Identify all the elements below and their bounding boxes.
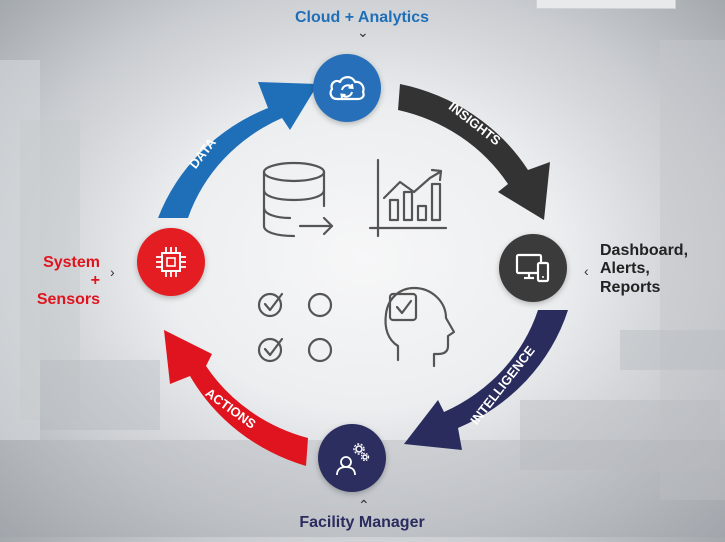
chevron-up-icon: ⌃	[358, 497, 370, 513]
insights-arrow	[398, 84, 550, 220]
label-system-line1: System	[43, 254, 100, 271]
chevron-right-icon: ›	[110, 264, 115, 280]
actions-arrow	[164, 330, 308, 466]
data-arrow	[158, 82, 318, 218]
node-system-sensors	[137, 228, 205, 296]
cloud-sync-icon	[329, 76, 365, 101]
top-panel-edge	[536, 0, 676, 9]
chip-icon	[156, 247, 186, 277]
label-dashboard-line2: Alerts,	[600, 260, 650, 278]
devices-icon	[515, 253, 550, 283]
intelligence-arrow	[404, 310, 568, 450]
label-system-line2: + Sensors	[36, 272, 100, 308]
chevron-down-icon: ⌄	[357, 24, 369, 40]
checklist-icon	[257, 292, 333, 363]
chevron-left-icon: ‹	[584, 263, 589, 279]
label-dashboard-line1: Dashboard,	[600, 242, 689, 259]
label-cloud-analytics: Cloud + Analytics	[294, 9, 430, 26]
label-system-sensors: System + Sensors	[24, 254, 100, 309]
database-export-icon	[262, 161, 334, 238]
head-check-icon	[384, 286, 456, 368]
node-dashboard	[499, 234, 567, 302]
label-dashboard: Dashboard, Alerts, Reports	[600, 242, 688, 297]
node-cloud-analytics	[313, 54, 381, 122]
node-facility-manager	[318, 424, 386, 492]
bar-chart-growth-icon	[368, 158, 448, 238]
label-facility-manager: Facility Manager	[299, 514, 425, 531]
manager-gears-icon	[336, 443, 370, 476]
label-dashboard-line3: Reports	[600, 278, 661, 296]
